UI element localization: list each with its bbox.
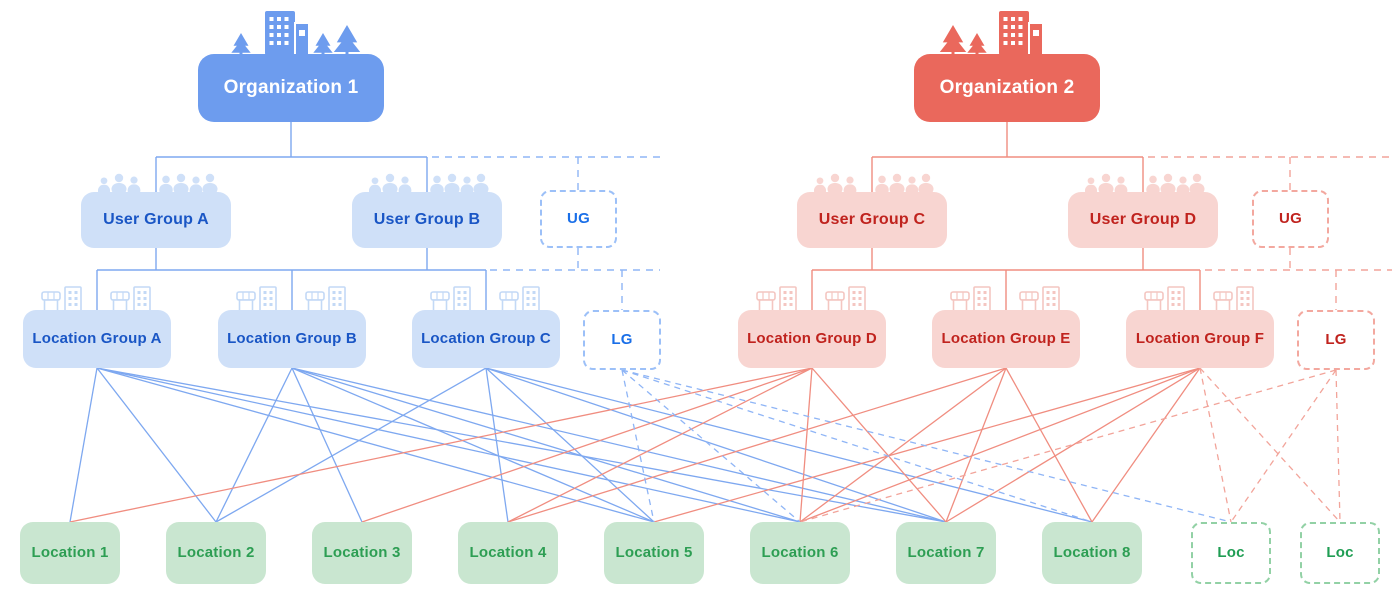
edge-lg-placeholder-red-to-location-6 <box>799 369 1337 523</box>
location-7-label: Location 7 <box>907 543 985 561</box>
storefront-buildings-icon <box>430 286 540 312</box>
edge-location-group-f-to-loc-placeholder-2 <box>1199 367 1341 523</box>
loc-placeholder-2-label: Loc <box>1326 543 1354 561</box>
location-group-a-label: Location Group A <box>32 329 162 347</box>
user-group-d-box: User Group D <box>1068 192 1218 248</box>
location-4-label: Location 4 <box>469 543 547 561</box>
location-4-box: Location 4 <box>458 522 558 584</box>
location-3-label: Location 3 <box>323 543 401 561</box>
user-group-c-box: User Group C <box>797 192 947 248</box>
edge-lg-placeholder-red-to-loc-placeholder-1 <box>1230 369 1337 523</box>
edge-location-group-d-to-location-3 <box>361 367 813 523</box>
location-group-d-box: Location Group D <box>738 310 886 368</box>
location-2-box: Location 2 <box>166 522 266 584</box>
location-group-e-box: Location Group E <box>932 310 1080 368</box>
lg-placeholder-red-label: LG <box>1325 330 1347 348</box>
lg-placeholder-red-box: LG <box>1297 310 1375 370</box>
edge-lg-placeholder-blue-to-location-5 <box>621 369 655 523</box>
edge-lg-placeholder-blue-to-location-8 <box>621 369 1093 523</box>
edge-location-group-f-to-location-8 <box>1091 367 1201 523</box>
user-group-c-label: User Group C <box>818 211 926 229</box>
edge-location-group-b-to-location-2 <box>215 367 293 523</box>
location-group-a-box: Location Group A <box>23 310 171 368</box>
location-group-c-label: Location Group C <box>421 329 551 347</box>
edge-location-group-f-to-location-7 <box>945 367 1201 523</box>
organization-buildings-trees-icon <box>231 11 361 56</box>
loc-placeholder-1-label: Loc <box>1217 543 1245 561</box>
ug-placeholder-red-label: UG <box>1279 209 1302 227</box>
edge-location-group-d-to-location-7 <box>811 367 947 523</box>
edge-location-group-e-to-location-6 <box>799 367 1007 523</box>
user-group-a-label: User Group A <box>103 211 209 229</box>
location-2-label: Location 2 <box>177 543 255 561</box>
user-group-b-box: User Group B <box>352 192 502 248</box>
ug-placeholder-red-box: UG <box>1252 190 1329 248</box>
user-group-d-label: User Group D <box>1089 211 1197 229</box>
edge-location-group-f-to-location-6 <box>799 367 1201 523</box>
user-group-b-label: User Group B <box>373 211 481 229</box>
loc-placeholder-1-box: Loc <box>1191 522 1271 584</box>
location-1-box: Location 1 <box>20 522 120 584</box>
edge-location-group-b-to-location-6 <box>291 367 801 523</box>
user-group-people-icon <box>98 173 218 197</box>
edge-location-group-a-to-location-7 <box>96 367 947 523</box>
location-6-label: Location 6 <box>761 543 839 561</box>
location-group-d-label: Location Group D <box>747 329 877 347</box>
ug-placeholder-blue-label: UG <box>567 209 590 227</box>
location-group-e-label: Location Group E <box>941 329 1071 347</box>
location-group-f-label: Location Group F <box>1135 329 1265 347</box>
lg-placeholder-blue-label: LG <box>611 330 633 348</box>
edge-location-group-e-to-location-8 <box>1005 367 1093 523</box>
location-group-b-label: Location Group B <box>227 329 357 347</box>
edge-location-group-c-to-location-7 <box>485 367 947 523</box>
location-8-box: Location 8 <box>1042 522 1142 584</box>
organization-1-label: Organization 1 <box>223 76 359 98</box>
edge-location-group-f-to-location-5 <box>653 367 1201 523</box>
edge-location-group-a-to-location-1 <box>69 367 98 523</box>
location-5-box: Location 5 <box>604 522 704 584</box>
location-7-box: Location 7 <box>896 522 996 584</box>
location-3-box: Location 3 <box>312 522 412 584</box>
location-1-label: Location 1 <box>31 543 109 561</box>
edge-location-group-c-to-location-4 <box>485 367 509 523</box>
location-group-b-box: Location Group B <box>218 310 366 368</box>
loc-placeholder-2-box: Loc <box>1300 522 1380 584</box>
edge-location-group-f-to-loc-placeholder-1 <box>1199 367 1232 523</box>
location-group-c-box: Location Group C <box>412 310 560 368</box>
edge-location-group-a-to-location-5 <box>96 367 655 523</box>
edge-location-group-a-to-location-6 <box>96 367 801 523</box>
lg-placeholder-blue-box: LG <box>583 310 661 370</box>
edge-location-group-e-to-location-4 <box>507 367 1007 523</box>
location-8-label: Location 8 <box>1053 543 1131 561</box>
edge-location-group-b-to-location-7 <box>291 367 947 523</box>
location-5-label: Location 5 <box>615 543 693 561</box>
edge-location-group-d-to-location-1 <box>69 367 813 523</box>
edge-lg-placeholder-red-to-loc-placeholder-2 <box>1335 369 1341 523</box>
edge-location-group-d-to-location-6 <box>799 367 813 523</box>
edge-location-group-e-to-location-7 <box>945 367 1007 523</box>
storefront-buildings-icon <box>950 286 1060 312</box>
organization-2-box: Organization 2 <box>914 54 1100 122</box>
edge-location-group-c-to-location-8 <box>485 367 1093 523</box>
storefront-buildings-icon <box>236 286 346 312</box>
edge-location-group-d-to-location-4 <box>507 367 813 523</box>
organization-1-box: Organization 1 <box>198 54 384 122</box>
edge-location-group-c-to-location-5 <box>485 367 655 523</box>
edge-location-group-b-to-location-5 <box>291 367 655 523</box>
user-group-a-box: User Group A <box>81 192 231 248</box>
location-6-box: Location 6 <box>750 522 850 584</box>
edge-lg-placeholder-blue-to-loc-placeholder-1 <box>621 369 1232 523</box>
ug-placeholder-blue-box: UG <box>540 190 617 248</box>
edge-location-group-b-to-location-3 <box>291 367 363 523</box>
edge-location-group-c-to-location-2 <box>215 367 487 523</box>
organization-2-label: Organization 2 <box>939 76 1075 98</box>
location-group-f-box: Location Group F <box>1126 310 1274 368</box>
